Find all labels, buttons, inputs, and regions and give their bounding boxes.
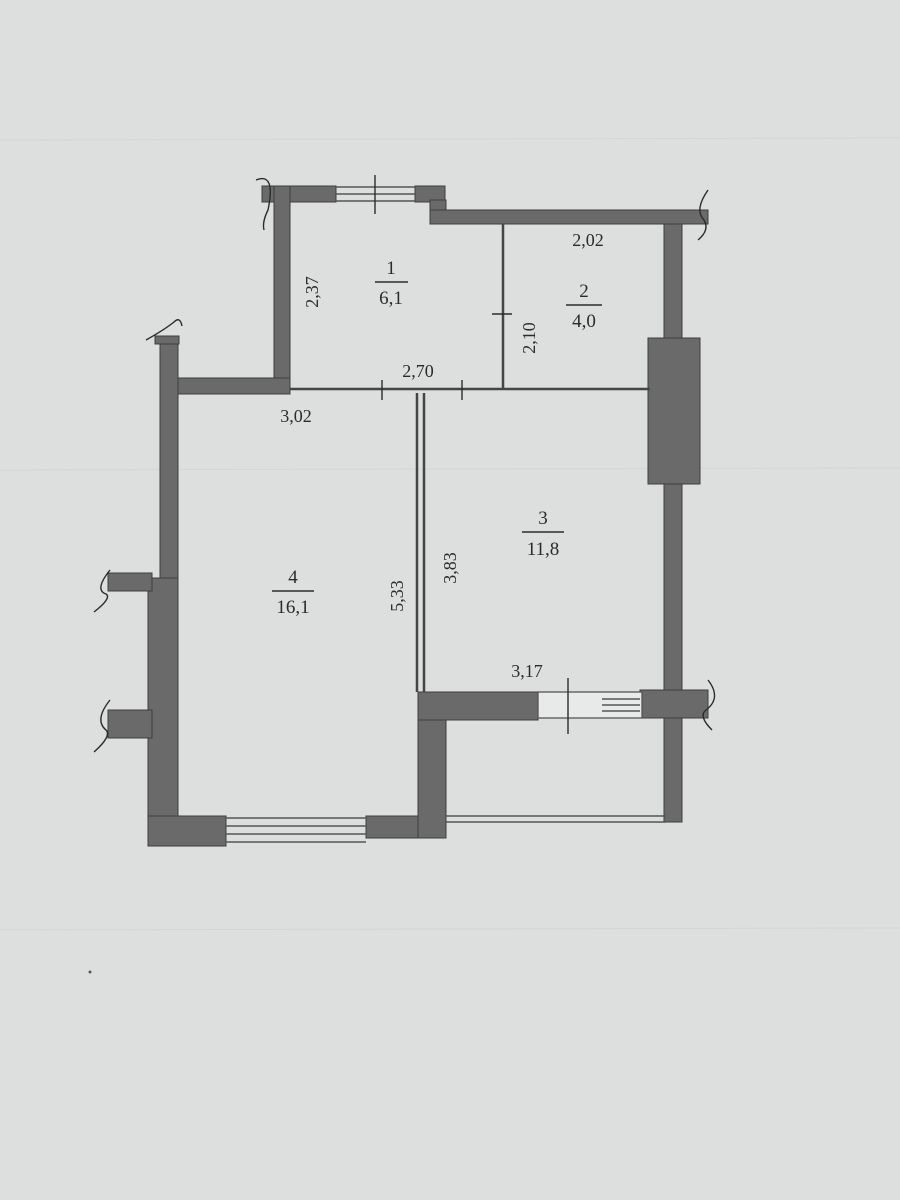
dim-room3-bottom: 3,17 [511, 661, 543, 681]
wall-bottom-left [147, 815, 227, 847]
window-balcony [446, 815, 666, 823]
room-3-label: 3 11,8 [522, 508, 564, 560]
room-1-label: 1 6,1 [375, 258, 408, 309]
dim-room2-width: 2,02 [572, 230, 604, 250]
window-bottom [226, 817, 366, 843]
room-3-number: 3 [538, 508, 548, 529]
dim-room2-height: 2,10 [519, 322, 539, 354]
room-2-label: 2 4,0 [566, 281, 602, 332]
partitions [290, 224, 650, 692]
room-2-area: 4,0 [572, 311, 596, 332]
wall-room1-left [273, 185, 291, 389]
room-4-number: 4 [288, 567, 298, 588]
walls [107, 185, 709, 847]
print-speck [88, 970, 92, 974]
paper-background [0, 137, 900, 931]
room-4-area: 16,1 [276, 597, 309, 618]
room-4-label: 4 16,1 [272, 567, 314, 618]
wall-ledge [159, 377, 291, 395]
dim-room1-bottom: 2,70 [402, 361, 434, 381]
shaft-column [647, 337, 701, 485]
wall-right-stub [639, 689, 709, 719]
wall-stub-1 [107, 572, 153, 592]
wall-stub-top [154, 335, 180, 345]
wall-right-lower [663, 481, 683, 823]
dimensions: 2,37 2,02 2,10 2,70 3,02 5,33 3,83 3,17 [280, 230, 604, 681]
door-marks [93, 175, 716, 753]
room-1-area: 6,1 [379, 288, 403, 309]
wall-right-upper [663, 223, 683, 345]
dim-room1-height: 2,37 [302, 276, 322, 308]
room-2-number: 2 [579, 281, 589, 302]
wall-top-left [261, 185, 337, 203]
wall-left [159, 339, 179, 581]
wall-top-right [429, 209, 709, 225]
balcony-door [537, 691, 643, 719]
room-1-number: 1 [386, 258, 396, 279]
room-3-area: 11,8 [527, 539, 560, 560]
wall-partition-horizontal [417, 691, 539, 721]
dim-room3-height: 3,83 [440, 552, 460, 584]
wall-stub-2 [107, 709, 153, 739]
windows [226, 186, 666, 843]
dim-room4-top: 3,02 [280, 406, 312, 426]
dim-room4-height: 5,33 [387, 580, 407, 612]
